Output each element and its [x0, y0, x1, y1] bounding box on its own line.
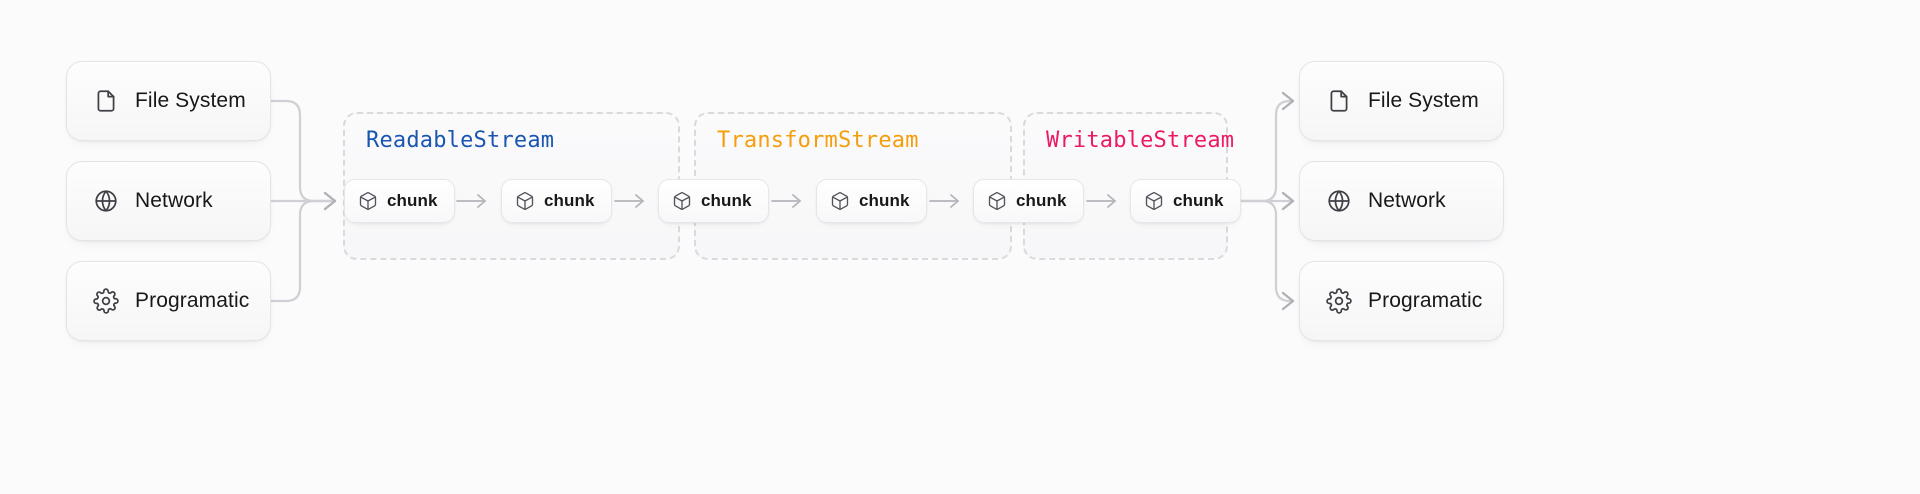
arrow-right-icon — [1085, 190, 1119, 212]
file-icon — [1326, 88, 1352, 114]
destination-label: Programatic — [1368, 289, 1483, 312]
stream-label-transform: TransformStream — [717, 128, 919, 153]
source-network[interactable]: Network — [66, 161, 271, 241]
chunk-label: chunk — [1173, 191, 1224, 210]
chunk-label: chunk — [387, 191, 438, 210]
destination-label: Network — [1368, 189, 1446, 212]
stream-label-writable: WritableStream — [1046, 128, 1235, 153]
cube-icon — [672, 191, 692, 211]
globe-icon — [93, 188, 119, 214]
chunk-label: chunk — [701, 191, 752, 210]
source-label: File System — [135, 89, 246, 112]
cube-icon — [515, 191, 535, 211]
source-programatic[interactable]: Programatic — [66, 261, 271, 341]
destination-label: File System — [1368, 89, 1479, 112]
source-label: Network — [135, 189, 213, 212]
chunk-label: chunk — [1016, 191, 1067, 210]
source-file-system[interactable]: File System — [66, 61, 271, 141]
chunk-item[interactable]: chunk — [973, 179, 1084, 223]
file-icon — [93, 88, 119, 114]
chunk-item[interactable]: chunk — [501, 179, 612, 223]
cube-icon — [1144, 191, 1164, 211]
cube-icon — [987, 191, 1007, 211]
gear-icon — [93, 288, 119, 314]
chunk-label: chunk — [544, 191, 595, 210]
cube-icon — [358, 191, 378, 211]
chunk-item[interactable]: chunk — [658, 179, 769, 223]
arrow-right-icon — [928, 190, 962, 212]
destination-network[interactable]: Network — [1299, 161, 1504, 241]
chunk-label: chunk — [859, 191, 910, 210]
chunk-item[interactable]: chunk — [344, 179, 455, 223]
stream-label-readable: ReadableStream — [366, 128, 555, 153]
arrow-right-icon — [770, 190, 804, 212]
gear-icon — [1326, 288, 1352, 314]
arrow-right-icon — [455, 190, 489, 212]
chunk-item[interactable]: chunk — [1130, 179, 1241, 223]
cube-icon — [830, 191, 850, 211]
destination-programatic[interactable]: Programatic — [1299, 261, 1504, 341]
globe-icon — [1326, 188, 1352, 214]
chunk-item[interactable]: chunk — [816, 179, 927, 223]
arrow-right-icon — [613, 190, 647, 212]
source-label: Programatic — [135, 289, 250, 312]
destination-file-system[interactable]: File System — [1299, 61, 1504, 141]
